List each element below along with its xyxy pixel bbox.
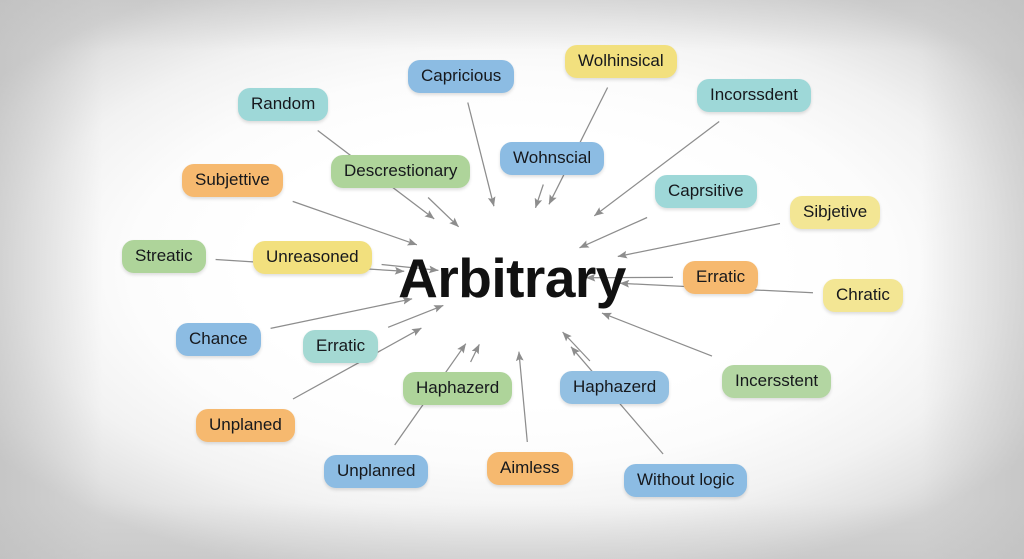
- node-label: Without logic: [637, 470, 735, 489]
- node-erratic-left[interactable]: Erratic: [303, 330, 379, 363]
- connector-arrow: [617, 222, 781, 259]
- node-unplanred[interactable]: Unplanred: [324, 455, 429, 488]
- node-label: Streatic: [135, 246, 193, 265]
- node-erratic-right[interactable]: Erratic: [683, 261, 759, 294]
- node-label: Chratic: [836, 285, 890, 304]
- node-wohnscial[interactable]: Wohnscial: [500, 142, 605, 175]
- node-streatic[interactable]: Streatic: [122, 240, 206, 273]
- node-label: Wolhinsical: [578, 51, 664, 70]
- node-wolhinsical[interactable]: Wolhinsical: [565, 45, 677, 78]
- connector-arrow: [470, 344, 480, 363]
- node-label: Incorssdent: [710, 85, 798, 104]
- node-label: Unreasoned: [266, 247, 359, 266]
- node-label: Descrestionary: [344, 161, 458, 180]
- node-label: Unplaned: [209, 415, 282, 434]
- node-chratic[interactable]: Chratic: [823, 279, 903, 312]
- connector-arrow: [467, 102, 496, 207]
- connector-arrow: [515, 351, 528, 443]
- node-unplaned[interactable]: Unplaned: [196, 409, 295, 442]
- node-label: Chance: [189, 329, 248, 348]
- node-unreasoned[interactable]: Unreasoned: [253, 241, 372, 274]
- node-random[interactable]: Random: [238, 88, 329, 121]
- connector-arrow: [270, 296, 413, 330]
- connector-arrow: [534, 184, 544, 209]
- node-label: Random: [251, 94, 316, 113]
- connector-arrow: [387, 304, 444, 328]
- node-sibjetive[interactable]: Sibjetive: [790, 196, 881, 229]
- node-caprsitive[interactable]: Caprsitive: [655, 175, 757, 208]
- node-haphazerd-b[interactable]: Haphazerd: [560, 371, 670, 404]
- node-label: Sibjetive: [803, 202, 868, 221]
- node-label: Erratic: [316, 336, 366, 355]
- node-label: Caprsitive: [668, 181, 744, 200]
- connector-arrow: [427, 197, 460, 228]
- node-label: Aimless: [500, 458, 560, 477]
- connector-arrow: [601, 312, 713, 357]
- node-subjettive[interactable]: Subjettive: [182, 164, 283, 197]
- node-incorssdent[interactable]: Incorssdent: [697, 79, 811, 112]
- connector-arrow: [579, 216, 648, 249]
- node-chance[interactable]: Chance: [176, 323, 261, 356]
- node-label: Haphazerd: [416, 378, 500, 397]
- node-label: Erratic: [696, 267, 746, 286]
- node-capricious[interactable]: Capricious: [408, 60, 515, 93]
- node-label: Subjettive: [195, 170, 270, 189]
- node-haphazerd-g[interactable]: Haphazerd: [403, 372, 513, 405]
- node-descrestionary[interactable]: Descrestionary: [331, 155, 471, 188]
- node-label: Haphazerd: [573, 377, 657, 396]
- center-node-label: Arbitrary: [398, 247, 626, 309]
- node-without-logic[interactable]: Without logic: [624, 464, 748, 497]
- node-incersstent[interactable]: Incersstent: [722, 365, 832, 398]
- connector-arrow: [381, 263, 439, 274]
- connector-arrow: [593, 121, 720, 217]
- node-aimless[interactable]: Aimless: [487, 452, 573, 485]
- node-label: Wohnscial: [513, 148, 592, 167]
- node-label: Incersstent: [735, 371, 819, 390]
- node-label: Unplanred: [337, 461, 416, 480]
- connector-arrow: [562, 331, 591, 362]
- node-label: Capricious: [421, 66, 502, 85]
- connector-arrow: [292, 200, 418, 246]
- connector-arrow: [292, 327, 422, 400]
